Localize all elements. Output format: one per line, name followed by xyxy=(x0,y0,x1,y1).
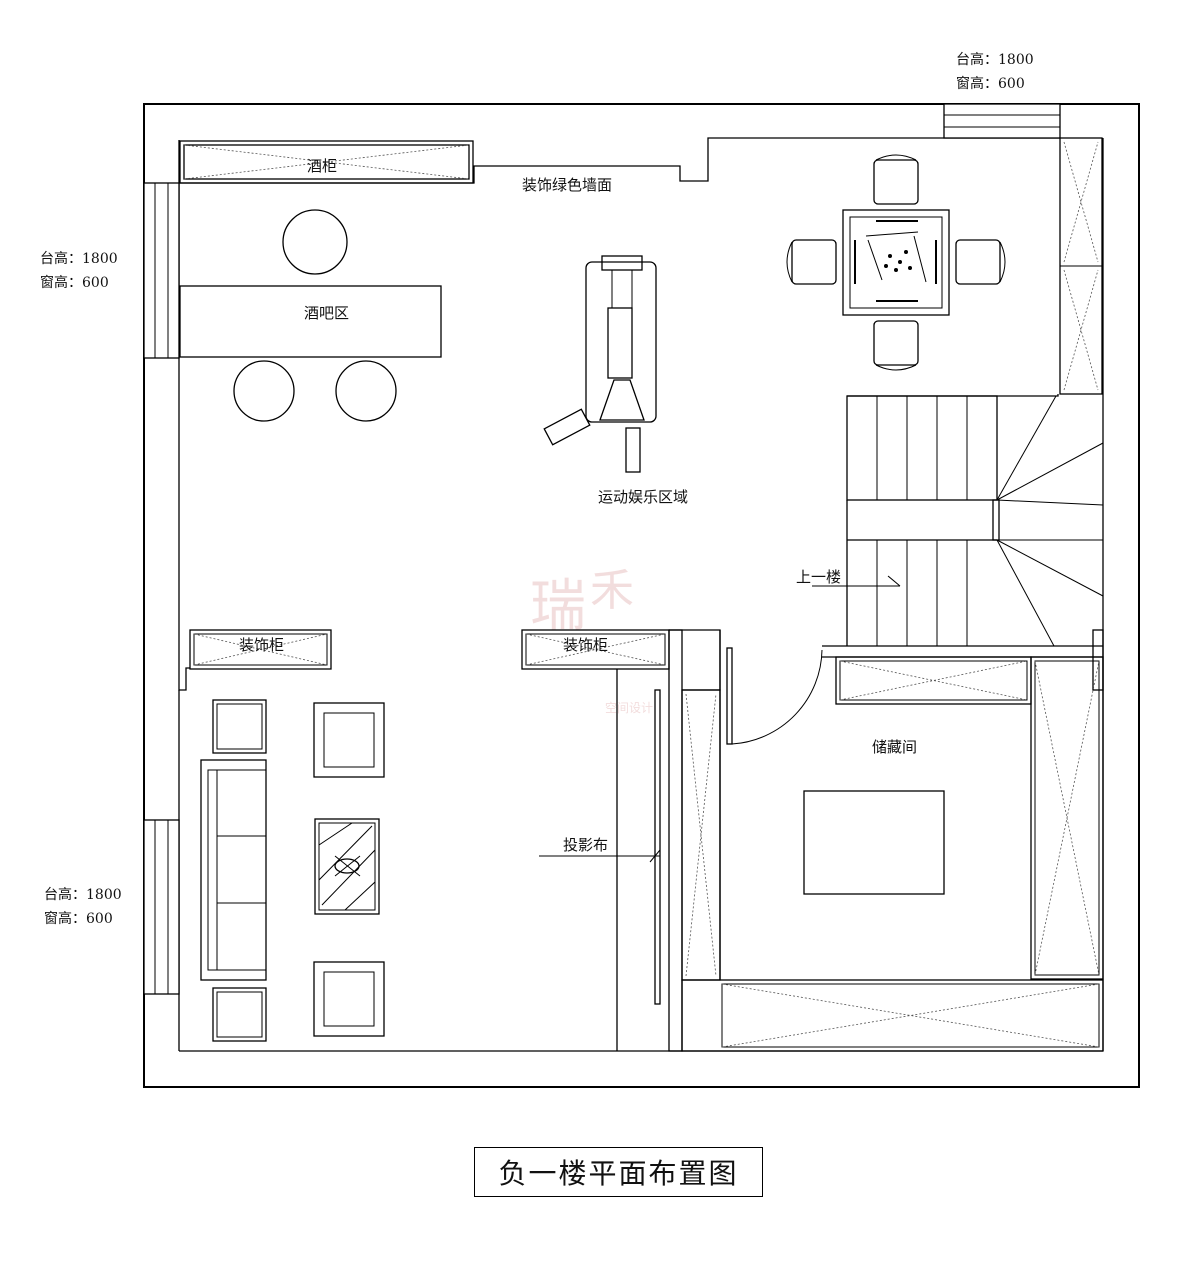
deco-cabinet-left-label: 装饰柜 xyxy=(239,636,284,654)
window-note-left-upper-height: 窗高：600 xyxy=(40,274,109,291)
storage-label: 储藏间 xyxy=(872,738,917,756)
deco-cabinet-right-label: 装饰柜 xyxy=(563,636,608,654)
window-note-top-right-height: 窗高：600 xyxy=(956,75,1025,92)
media-room-furniture xyxy=(200,699,385,1042)
window-left-lower xyxy=(143,819,180,995)
storage-room: 储藏间 xyxy=(681,656,1104,1052)
window-note-left-upper-sill: 台高：1800 xyxy=(40,250,118,267)
deco-cabinet-right: 装饰柜 xyxy=(521,629,670,670)
watermark-char-2: 禾 xyxy=(590,565,634,616)
watermark-sub: 空间设计 xyxy=(605,701,653,715)
projection-screen: 投影布 xyxy=(539,689,661,1005)
up-stairs-label: 上一楼 xyxy=(796,568,841,586)
bar-area-label: 酒吧区 xyxy=(304,304,349,322)
watermark-logo: 瑞 禾 空间设计 xyxy=(530,565,653,715)
projection-screen-label: 投影布 xyxy=(563,836,608,854)
wine-cabinet-label: 酒柜 xyxy=(307,157,337,175)
drawing-title: 负一楼平面布置图 xyxy=(474,1147,763,1197)
window-top-right xyxy=(943,103,1061,139)
partition-walls xyxy=(616,629,1104,1052)
staircase: 上一楼 xyxy=(796,394,1104,647)
right-upper-cabinet xyxy=(1059,137,1103,395)
watermark-char-1: 瑞 xyxy=(530,574,586,639)
mahjong-table xyxy=(786,154,1006,371)
green-wall-label: 装饰绿色墙面 xyxy=(522,176,612,194)
window-note-left-lower-sill: 台高：1800 xyxy=(44,886,122,903)
outer-walls xyxy=(143,103,1140,1088)
gym-equipment xyxy=(543,255,657,473)
window-note-top-right-sill: 台高：1800 xyxy=(956,51,1034,68)
window-note-left-lower-height: 窗高：600 xyxy=(44,910,113,927)
wine-cabinet: 酒柜 xyxy=(179,140,474,184)
sports-area-label: 运动娱乐区域 xyxy=(598,488,688,506)
window-left-upper xyxy=(143,182,180,359)
storage-door xyxy=(726,647,823,745)
bar-area: 酒吧区 xyxy=(179,209,442,422)
deco-cabinet-left: 装饰柜 xyxy=(189,629,332,670)
